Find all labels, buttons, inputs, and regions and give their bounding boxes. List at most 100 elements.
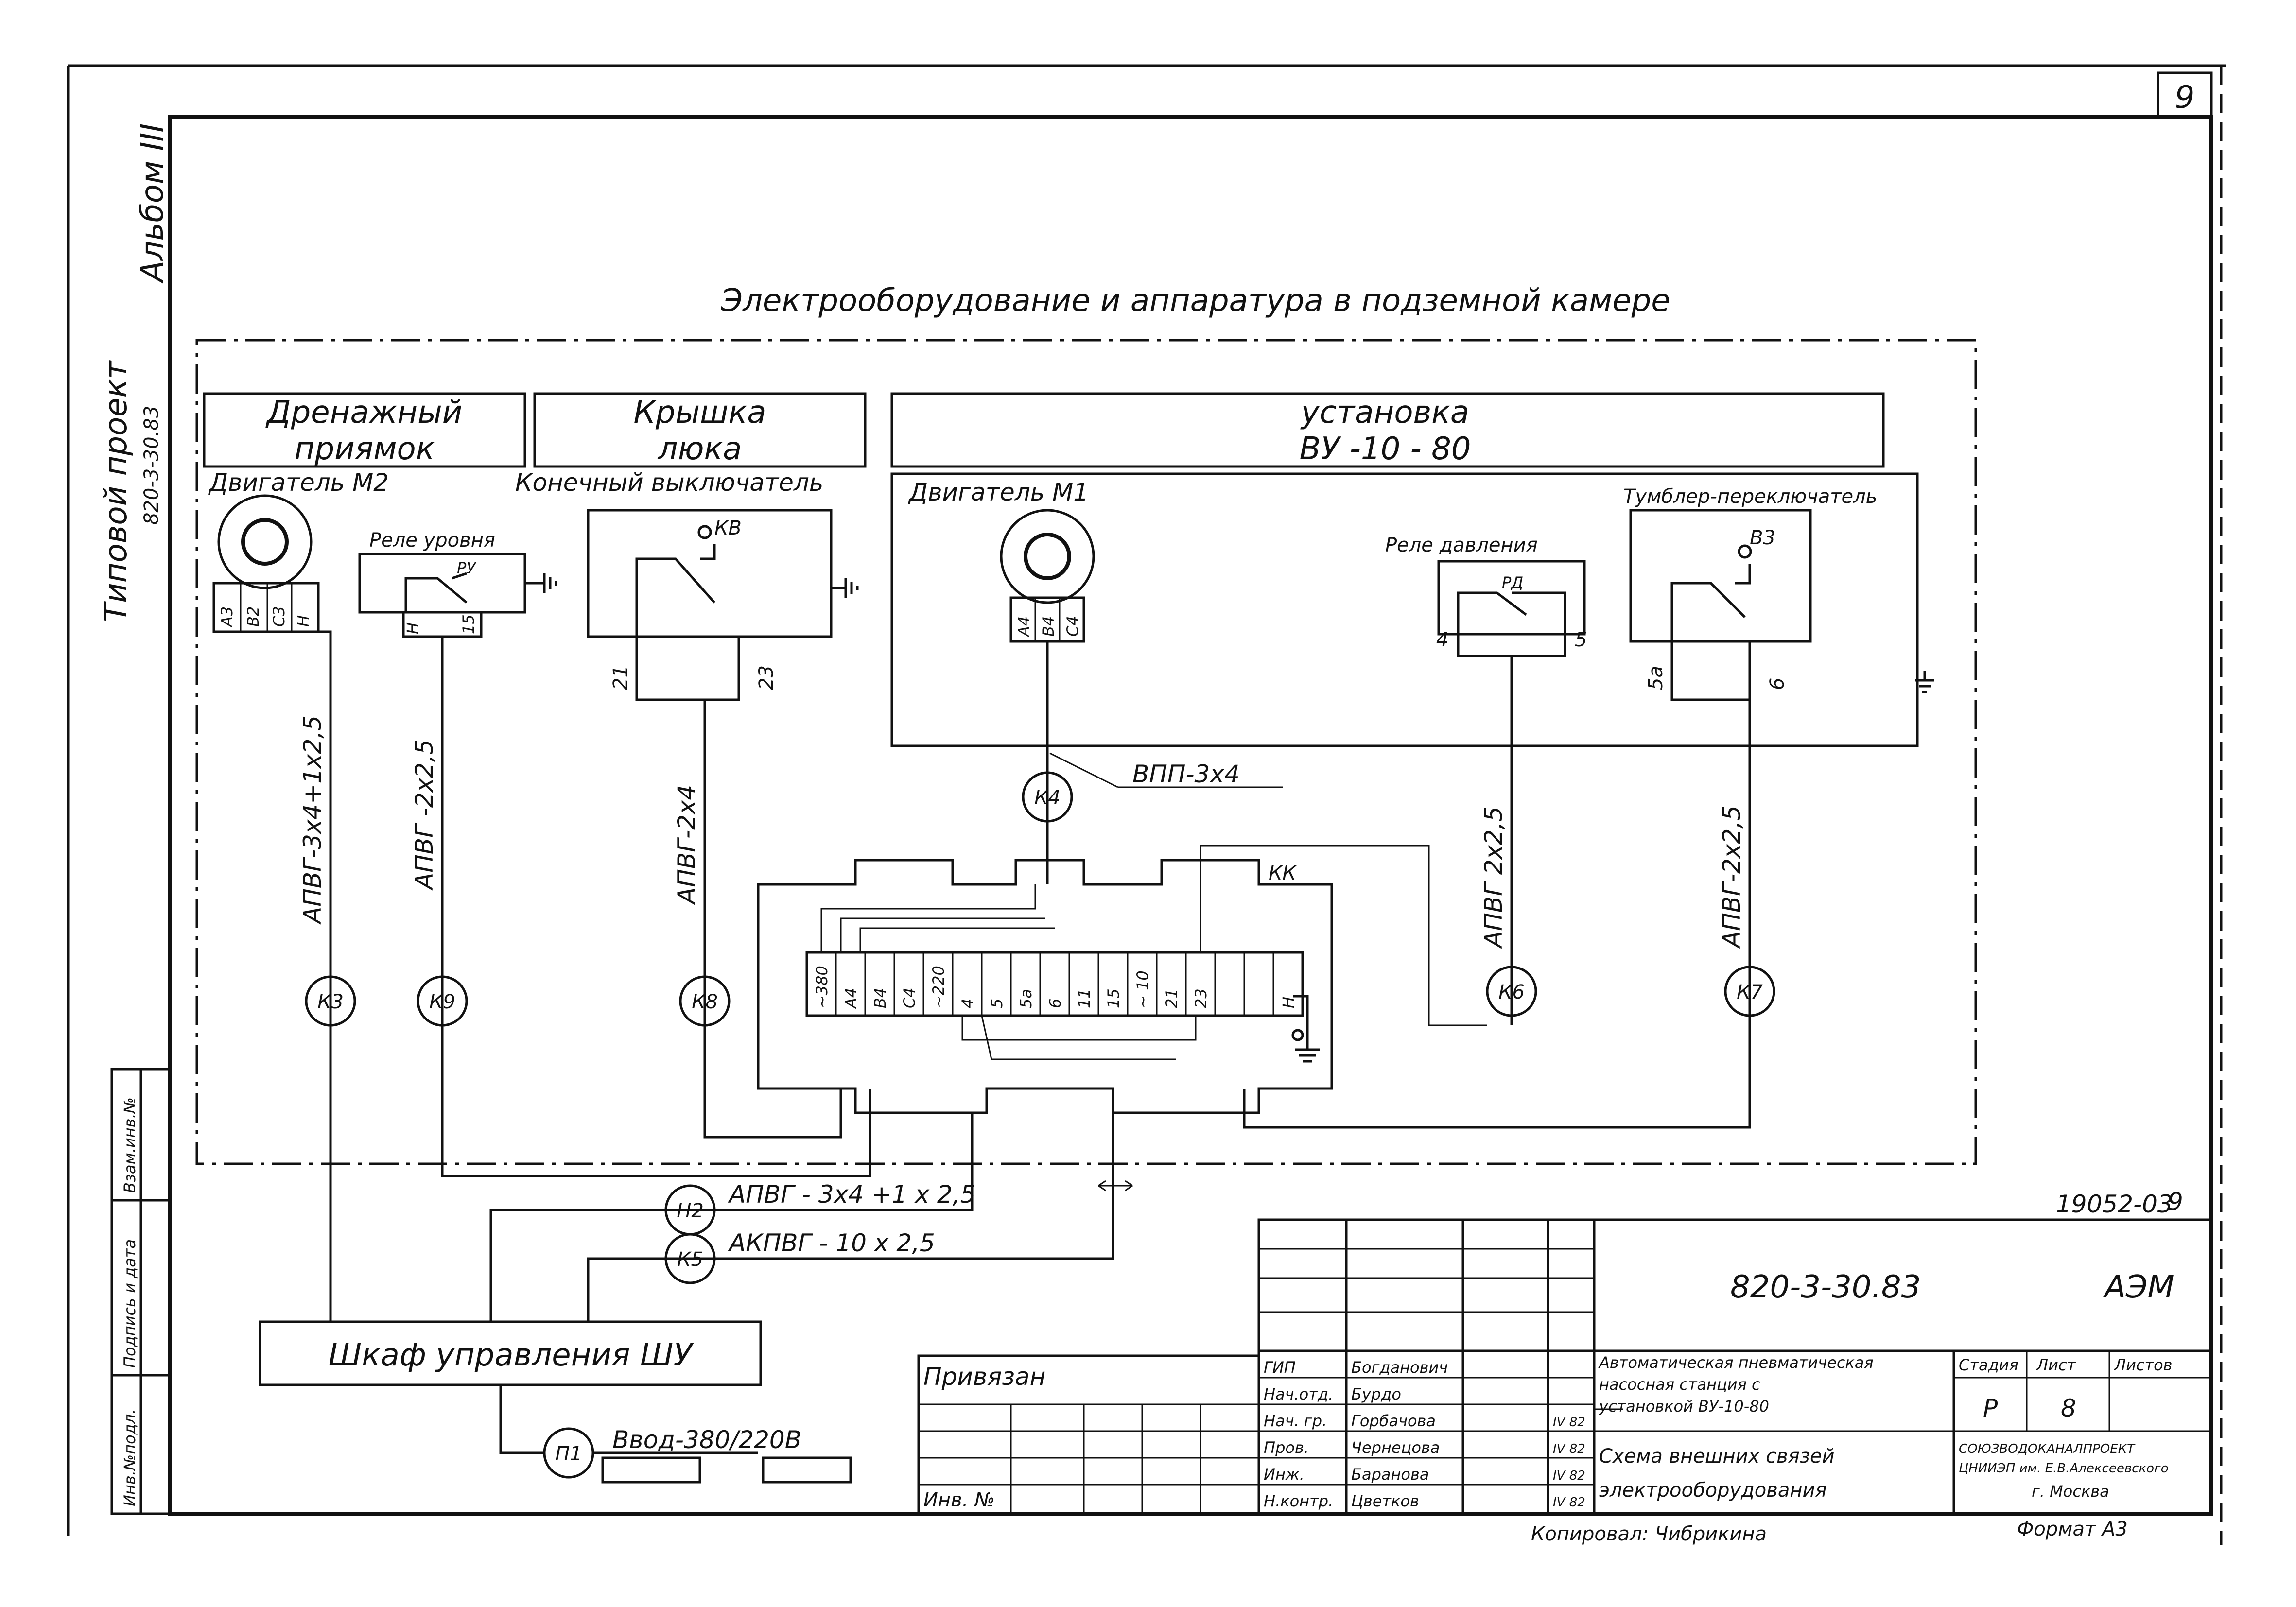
cable-k3-run [313, 630, 332, 1322]
v3-term-5a: 5а [1645, 666, 1667, 690]
marker-k8: К8 [679, 975, 731, 1027]
control-cabinet [259, 1320, 762, 1386]
tb-org-1: СОЮЗВОДОКАНАЛПРОЕКТ [1959, 1442, 2136, 1456]
v3-term-6: 6 [1766, 678, 1789, 690]
kv-term-23: 23 [755, 665, 778, 690]
album-label: Альбом III [135, 123, 171, 284]
cable-k7-type: АПВГ-2х2,5 [1718, 805, 1746, 949]
kk-terminal-label: 11 [1075, 988, 1094, 1008]
binding-block: Привязан Инв. № [917, 1354, 1260, 1515]
tb-project-name-2: насосная станция с [1599, 1375, 1760, 1394]
kk-terminal-label: 15 [1104, 988, 1123, 1008]
tb-sheet: 8 [2061, 1394, 2076, 1422]
ru-term-n: Н [403, 622, 422, 634]
m2-term-a3: А3 [218, 606, 236, 628]
m1-term-a4: А4 [1015, 616, 1033, 638]
tb-col-sheet: Лист [2036, 1356, 2076, 1374]
drain-label-2: приямок [295, 431, 435, 467]
kk-terminal-label: 5а [1017, 989, 1035, 1008]
cable-k8-run [703, 700, 842, 1139]
cable-k4-type: ВПП-3х4 [1132, 760, 1240, 788]
limit-switch-label: Конечный выключатель [515, 468, 823, 497]
page-number-box [2157, 71, 2213, 118]
motor-m2-label: Двигатель М2 [208, 468, 389, 497]
tb-sheet-top: 9 [2168, 1188, 2183, 1216]
svg-text:К3: К3 [317, 991, 344, 1013]
input-label: Ввод-380/220В [612, 1426, 801, 1454]
drain-label-1: Дренажный [265, 395, 463, 431]
kk-terminal-cell [1272, 951, 1304, 1017]
kk-terminal-cell [1214, 951, 1245, 1017]
inv-label: Инв. № [923, 1489, 995, 1511]
title-block: 19052-03 9 820-3-30.83 АЭМ ГИП Нач.отд. … [1257, 1188, 2213, 1515]
m2-term-b2: В2 [244, 606, 262, 627]
kk-terminal-label: 4 [958, 999, 977, 1008]
marker-k6: К6 [1486, 966, 1537, 1017]
m1-term-b4: В4 [1039, 616, 1058, 637]
tb-doc-code: 820-3-30.83 [1730, 1269, 1921, 1305]
rd-term-5: 5 [1575, 629, 1587, 651]
cable-k9-run [441, 637, 871, 1177]
pressure-relay-code: РД [1502, 573, 1523, 592]
rd-term-4: 4 [1436, 629, 1448, 651]
kk-terminal-cell [1243, 951, 1274, 1017]
marker-k3: К3 [305, 975, 356, 1027]
stamp-inv: Инв.№подл. [121, 1409, 139, 1506]
unit-label-2: ВУ -10 - 80 [1300, 431, 1471, 467]
tb-project-name-1: Автоматическая пневматическая [1598, 1353, 1874, 1372]
motor-m2: А3 В2 С3 Н [212, 494, 320, 633]
page-number: 9 [2175, 80, 2195, 116]
tb-name-5: Цветков [1351, 1492, 1419, 1510]
kk-terminal-label: 21 [1163, 988, 1181, 1008]
tb-date-2: IV 82 [1553, 1415, 1585, 1430]
limit-switch-code: КВ [714, 517, 742, 539]
tb-project-name-3: установкой ВУ-10-80 [1599, 1397, 1769, 1416]
terminal-box-label: КК [1269, 862, 1297, 884]
level-relay-label: Реле уровня [369, 529, 495, 552]
stamp-sign: Подпись и дата [121, 1239, 139, 1368]
kk-terminal-label: ~220 [929, 966, 948, 1008]
tb-name-3: Чернецова [1351, 1438, 1440, 1457]
pressure-relay: Реле давления РД 4 5 [1385, 534, 1587, 657]
marker-n2: Н2 [664, 1184, 716, 1236]
tb-date-4: IV 82 [1553, 1469, 1585, 1483]
level-relay-code: РУ [457, 559, 477, 577]
drain-box [203, 392, 526, 468]
tb-name-2: Горбачова [1351, 1412, 1436, 1430]
toggle-switch-label: Тумблер-переключатель [1623, 485, 1877, 508]
margin-project-code: 820-3-30.83 [140, 406, 163, 525]
tb-role-4: Инж. [1264, 1465, 1305, 1484]
marker-k7: К7 [1724, 966, 1775, 1017]
unit-label-1: установка [1300, 395, 1469, 431]
m2-term-n: Н [294, 615, 313, 627]
motor-m1: А4 В4 С4 [1000, 509, 1095, 643]
cable-k6-type: АПВГ 2х2,5 [1479, 806, 1508, 949]
kk-terminal-label: С4 [900, 987, 919, 1008]
tb-col-sheets: Листов [2114, 1356, 2173, 1374]
hatch-label-2: люка [657, 431, 742, 467]
stamp-replace: Взам.инв.№ [121, 1097, 139, 1193]
kk-terminal-label: ~ 10 [1133, 970, 1152, 1008]
tb-sheet-name-1: Схема внешних связей [1599, 1445, 1835, 1468]
tb-name-1: Бурдо [1351, 1385, 1401, 1403]
svg-text:П1: П1 [555, 1443, 582, 1465]
m1-term-c4: С4 [1063, 616, 1082, 637]
control-cabinet-label: Шкаф управления ШУ [329, 1337, 695, 1373]
cable-k9-type: АПВГ -2х2,5 [410, 739, 438, 891]
hatch-box [533, 392, 867, 468]
cable-k5-run [587, 1089, 1114, 1322]
kk-terminal-label: 6 [1046, 999, 1064, 1008]
tb-mark: АЭМ [2103, 1269, 2174, 1305]
tb-name-4: Баранова [1351, 1465, 1429, 1484]
copied-by: Копировал: Чибрикина [1531, 1523, 1767, 1545]
motor-m1-label: Двигатель М1 [908, 478, 1089, 506]
kk-terminal-label: А4 [842, 988, 860, 1009]
format-label: Формат А3 [2017, 1518, 2128, 1540]
tb-org-2: ЦНИИЭП им. Е.В.Алексеевского [1959, 1461, 2169, 1476]
svg-text:К6: К6 [1498, 981, 1525, 1003]
tb-name-0: Богданович [1351, 1358, 1448, 1377]
limit-switch: КВ 21 23 [587, 509, 859, 701]
cable-k3-type: АПВГ-3х4+1х2,5 [298, 715, 327, 925]
binding-label: Привязан [923, 1363, 1045, 1391]
